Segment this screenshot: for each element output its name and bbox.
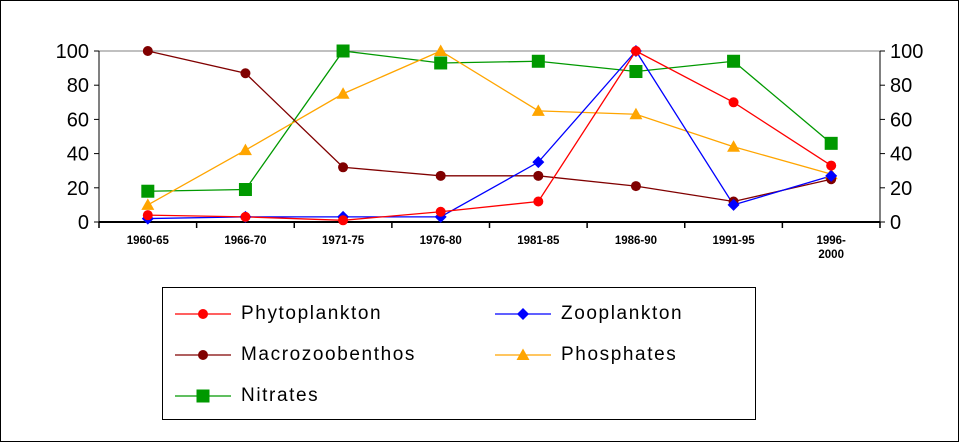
y-tick-label-left: 80: [67, 75, 89, 97]
x-tick-label: 1981-85: [517, 235, 560, 247]
legend-marker: [198, 309, 208, 319]
data-point-phosphates: [629, 107, 643, 120]
data-point-nitrates: [336, 44, 350, 58]
data-point-macrozoobenthos: [435, 170, 446, 181]
data-point-nitrates: [629, 65, 643, 79]
data-point-phosphates: [141, 198, 155, 210]
data-point-macrozoobenthos: [338, 162, 349, 173]
data-point-nitrates: [531, 54, 545, 68]
data-point-phytoplankton: [338, 215, 349, 226]
data-point-macrozoobenthos: [533, 170, 544, 181]
y-tick-label-right: 100: [890, 41, 923, 63]
axes: 0 20 40 60 80 100 0 20 40 60 80 100 1960-65 1966-70 19…: [56, 41, 924, 261]
y-tick-label-left: 20: [67, 178, 89, 200]
legend-item-nitrates: Nitrates: [171, 382, 319, 410]
data-point-phytoplankton: [435, 206, 446, 217]
data-point-nitrates: [434, 56, 448, 70]
data-point-zooplankton: [825, 169, 838, 182]
data-point-nitrates: [727, 54, 741, 68]
y-tick-label-right: 80: [890, 75, 912, 97]
legend-label-phosphates: Phosphates: [561, 344, 678, 365]
series-line-phosphates: [147, 50, 832, 206]
legend-symbol-phosphates: [495, 348, 551, 360]
legend-item-phosphates: Phosphates: [491, 341, 677, 369]
y-tick-label-left: 100: [56, 41, 89, 63]
data-point-nitrates: [238, 183, 252, 197]
series-line-nitrates: [147, 50, 832, 192]
legend-marker: [196, 389, 210, 403]
y-tick-label-left: 40: [67, 144, 89, 166]
legend-symbol-zooplankton: [495, 308, 551, 320]
data-point-phytoplankton: [533, 196, 544, 207]
data-point-phytoplankton: [240, 211, 251, 222]
x-tick-label: 1966-70: [224, 235, 266, 247]
x-tick-label: 1976-80: [420, 235, 462, 247]
data-point-phytoplankton: [826, 160, 837, 171]
data-point-macrozoobenthos: [630, 181, 641, 192]
y-tick-label-left: 0: [78, 212, 89, 234]
y-tick-label-right: 20: [890, 178, 912, 200]
x-tick-label: 1960-65: [127, 235, 170, 247]
series-markers: [141, 44, 838, 226]
data-point-phosphates: [434, 44, 448, 56]
series-line-macrozoobenthos: [147, 50, 832, 203]
series-lines: [147, 49, 832, 221]
data-point-nitrates: [141, 184, 155, 198]
data-point-zooplankton: [532, 156, 545, 169]
data-point-phytoplankton: [728, 97, 739, 108]
legend-marker: [516, 348, 530, 360]
series-line-phytoplankton: [147, 50, 832, 221]
legend-item-phytoplankton: Phytoplankton: [171, 300, 382, 328]
x-tick-label: 1971-75: [322, 235, 365, 247]
data-point-zooplankton: [727, 198, 740, 211]
x-tick-label: 1996-: [816, 235, 846, 247]
data-point-phosphates: [336, 87, 350, 99]
data-point-phosphates: [531, 104, 545, 116]
y-tick-label-right: 40: [890, 144, 912, 166]
legend-marker: [198, 350, 208, 360]
legend-item-zooplankton: Zooplankton: [491, 300, 683, 328]
legend-symbol-phytoplankton: [175, 309, 231, 319]
data-point-nitrates: [824, 136, 838, 150]
x-tick-label: 2000: [818, 249, 844, 261]
x-tick-label: 1986-90: [615, 235, 657, 247]
data-point-phytoplankton: [630, 46, 641, 56]
y-tick-label-right: 60: [890, 109, 912, 131]
legend-item-macrozoobenthos: Macrozoobenthos: [171, 341, 416, 369]
legend-label-nitrates: Nitrates: [241, 385, 320, 406]
data-point-phytoplankton: [142, 210, 153, 221]
legend-symbol-macrozoobenthos: [175, 350, 231, 360]
data-point-macrozoobenthos: [240, 68, 251, 79]
legend-label-phytoplankton: Phytoplankton: [241, 303, 383, 324]
legend-symbol-nitrates: [175, 389, 231, 403]
legend-marker: [517, 308, 529, 320]
x-tick-label: 1991-95: [712, 235, 755, 247]
y-tick-label-right: 0: [890, 212, 901, 234]
legend-label-zooplankton: Zooplankton: [561, 303, 684, 324]
data-point-phosphates: [238, 143, 252, 156]
y-tick-label-left: 60: [67, 109, 89, 131]
legend: Phytoplankton Zooplankton Macrozoobentho…: [162, 287, 756, 420]
legend-label-macrozoobenthos: Macrozoobenthos: [241, 344, 417, 365]
data-point-macrozoobenthos: [142, 46, 153, 56]
data-point-phosphates: [727, 140, 741, 152]
